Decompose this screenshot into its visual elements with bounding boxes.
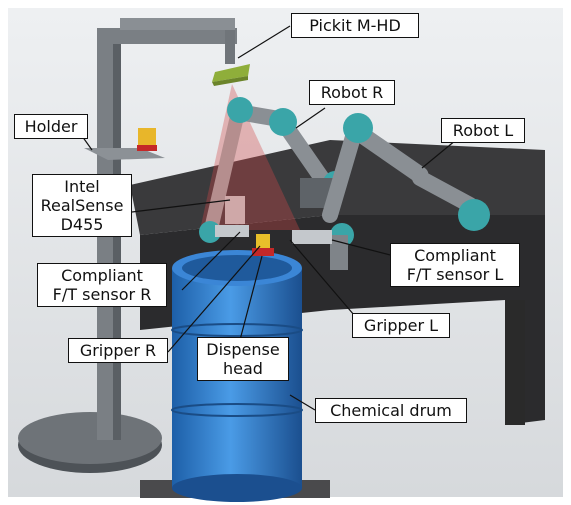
label-dispense-line1: Dispense bbox=[206, 340, 280, 359]
holder-frame bbox=[18, 18, 237, 473]
label-gripper-l-text: Gripper L bbox=[363, 316, 439, 335]
label-drum-text: Chemical drum bbox=[330, 401, 452, 420]
leader-lines bbox=[81, 25, 457, 411]
label-drum: Chemical drum bbox=[315, 398, 467, 423]
label-compliant-l-line2: F/T sensor L bbox=[406, 265, 504, 284]
label-gripper-r: Gripper R bbox=[68, 338, 168, 363]
label-dispense: Dispense head bbox=[197, 337, 289, 381]
label-robot-l-text: Robot L bbox=[452, 121, 514, 140]
label-pickit: Pickit M-HD bbox=[291, 13, 419, 38]
label-realsense: Intel RealSense D455 bbox=[32, 174, 132, 237]
label-dispense-line2: head bbox=[223, 359, 263, 378]
robot-r-arm bbox=[199, 97, 347, 243]
pickit-camera bbox=[212, 64, 250, 86]
label-compliant-r: Compliant F/T sensor R bbox=[37, 263, 167, 307]
label-pickit-text: Pickit M-HD bbox=[309, 16, 401, 35]
label-robot-r-text: Robot R bbox=[320, 83, 384, 102]
label-realsense-line2: RealSense bbox=[40, 196, 124, 215]
label-compliant-r-line2: F/T sensor R bbox=[52, 285, 152, 304]
label-compliant-l-line1: Compliant bbox=[414, 246, 496, 265]
compliant-sensor-l bbox=[292, 230, 332, 244]
label-compliant-l: Compliant F/T sensor L bbox=[390, 243, 520, 287]
label-robot-l: Robot L bbox=[441, 118, 525, 143]
realsense-camera bbox=[225, 196, 245, 224]
compliant-sensor-r bbox=[215, 225, 249, 237]
label-gripper-r-text: Gripper R bbox=[79, 341, 157, 360]
robot-l-arm bbox=[322, 113, 490, 270]
label-realsense-line3: D455 bbox=[60, 215, 104, 234]
label-holder: Holder bbox=[14, 114, 88, 139]
label-compliant-r-line1: Compliant bbox=[61, 266, 143, 285]
label-holder-text: Holder bbox=[24, 117, 78, 136]
label-gripper-l: Gripper L bbox=[352, 313, 450, 338]
holder-cup bbox=[137, 128, 157, 151]
label-robot-r: Robot R bbox=[309, 80, 395, 105]
label-realsense-line1: Intel bbox=[64, 177, 100, 196]
